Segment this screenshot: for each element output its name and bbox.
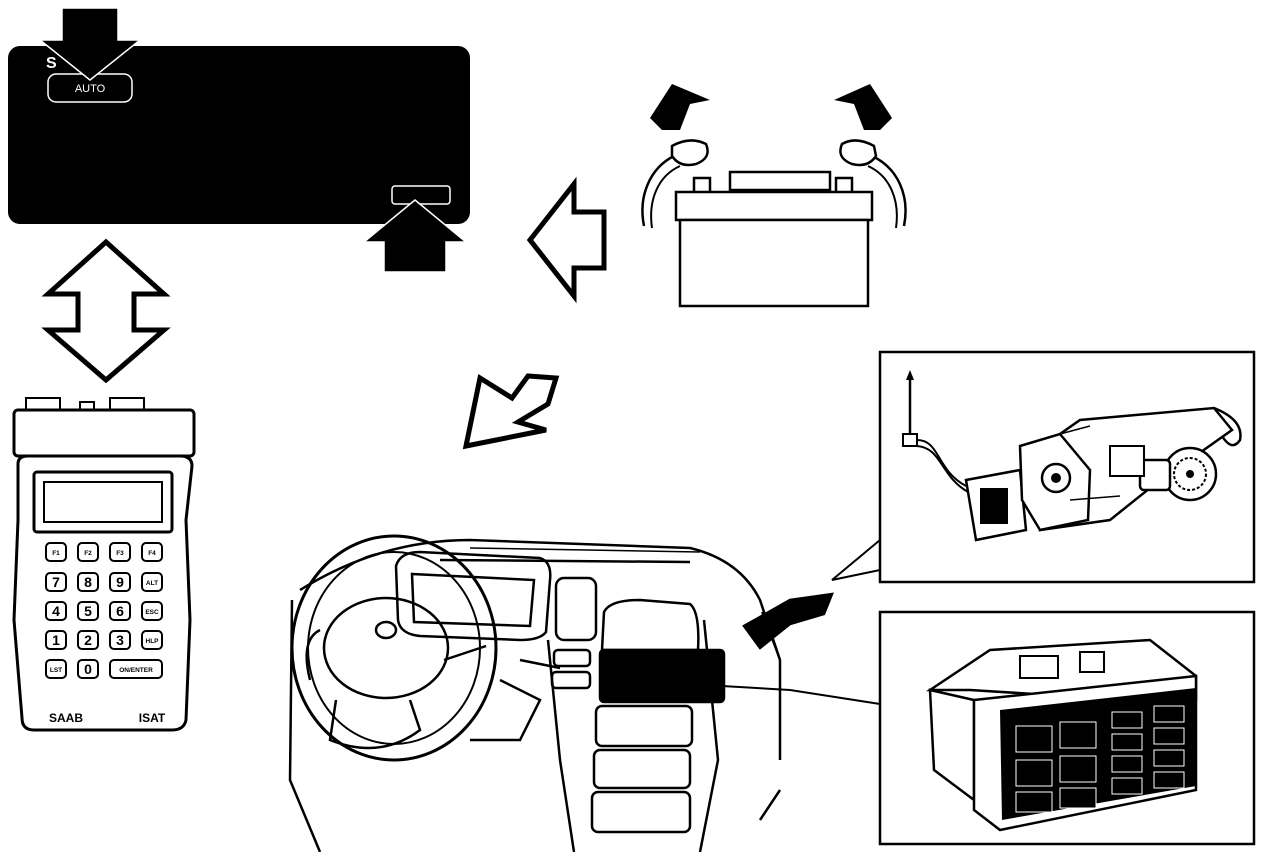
- isat-key-label: 6: [116, 603, 124, 619]
- isat-key-label: 5: [84, 603, 92, 619]
- isat-key[interactable]: [141, 630, 163, 650]
- isat-key-label: LST: [50, 667, 62, 674]
- panel-button-right[interactable]: [391, 185, 451, 205]
- battery-lid: [674, 190, 874, 222]
- isat-key-label: F4: [148, 550, 156, 557]
- isat-key-label: 7: [52, 574, 60, 590]
- lift-arrow-right: [834, 84, 892, 130]
- isat-key[interactable]: [109, 659, 163, 679]
- isat-key[interactable]: [45, 659, 67, 679]
- isat-key-label: 9: [116, 574, 124, 590]
- isat-key-label: ALT: [146, 580, 158, 587]
- isat-key[interactable]: [77, 572, 99, 592]
- isat-key-label: 8: [84, 574, 92, 590]
- isat-key[interactable]: [77, 601, 99, 621]
- inset-flap-motor: [831, 350, 1256, 584]
- isat-key[interactable]: [45, 630, 67, 650]
- steering-wheel-rim: [290, 534, 498, 762]
- inset-pointer-bottom: [721, 685, 881, 705]
- press-arrow-down: [37, 7, 143, 81]
- isat-key[interactable]: [77, 542, 99, 562]
- isat-key-label: F1: [52, 550, 60, 557]
- car-dashboard: [288, 534, 834, 852]
- acc-unit-in-dash: [598, 648, 726, 704]
- isat-key[interactable]: [77, 630, 99, 650]
- isat-key[interactable]: [45, 572, 67, 592]
- isat-key[interactable]: [45, 601, 67, 621]
- hollow-arrow-left: [526, 176, 607, 304]
- battery-cable-right: [871, 154, 907, 227]
- lift-arrow-left: [650, 84, 710, 130]
- battery: [641, 84, 907, 308]
- isat-key[interactable]: [141, 601, 163, 621]
- battery-cable-left: [641, 154, 675, 227]
- panel-brand-text: S: [46, 55, 57, 72]
- isat-brand-saab: SAAB: [49, 711, 83, 725]
- isat-key-label: F2: [84, 550, 92, 557]
- isat-key[interactable]: [77, 659, 99, 679]
- isat-display: [43, 481, 163, 523]
- isat-key[interactable]: [141, 572, 163, 592]
- flap-motor-in-dash: [742, 592, 834, 650]
- cable-clamp-right: [839, 139, 878, 167]
- steering-wheel-hub: [322, 596, 450, 700]
- isat-key-label: 4: [52, 603, 60, 619]
- isat-connector-head: [12, 408, 196, 458]
- cable-clamp-left: [670, 139, 709, 167]
- isat-keypad: F1 F2 F3 F4 7 8 9 ALT 4 5 6 ESC 1 2 3 HLP LST 0 ON/ENTER: [45, 542, 163, 679]
- isat-key[interactable]: [109, 572, 131, 592]
- acc-control-panel: S AUTO: [8, 46, 470, 224]
- hollow-arrow-up-left: [462, 373, 560, 450]
- isat-key[interactable]: [109, 542, 131, 562]
- double-arrow: [41, 238, 171, 384]
- isat-key[interactable]: [141, 542, 163, 562]
- isat-tester: F1 F2 F3 F4 7 8 9 ALT 4 5 6 ESC 1 2 3 HLP LST 0 ON/ENTER S…: [12, 397, 196, 732]
- isat-key-label: 2: [84, 632, 92, 648]
- isat-key[interactable]: [45, 542, 67, 562]
- inset-pointer-top: [831, 539, 881, 581]
- isat-key-label: ESC: [145, 609, 159, 616]
- isat-key-label: 1: [52, 632, 60, 648]
- isat-brand-isat: ISAT: [139, 711, 166, 725]
- battery-case: [678, 218, 870, 308]
- inset-acc-module: [721, 610, 1256, 846]
- isat-key-label: 0: [84, 661, 92, 677]
- isat-key-label: ON/ENTER: [119, 667, 153, 674]
- isat-key-label: F3: [116, 550, 124, 557]
- isat-key[interactable]: [109, 630, 131, 650]
- isat-key-label: 3: [116, 632, 124, 648]
- isat-key-label: HLP: [146, 638, 160, 645]
- auto-button-label: AUTO: [75, 83, 106, 95]
- press-arrow-up: [361, 199, 469, 273]
- isat-key[interactable]: [109, 601, 131, 621]
